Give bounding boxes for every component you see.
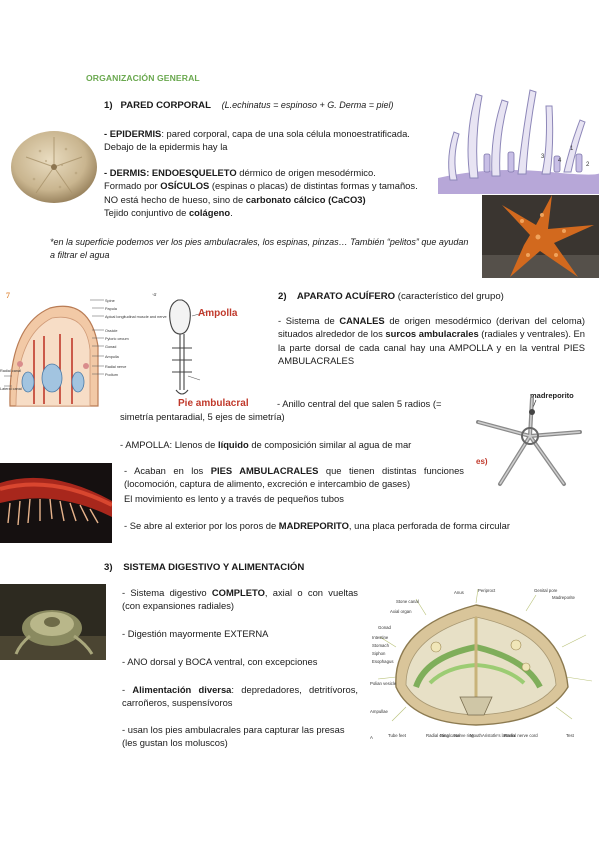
figure-mark: 7: [6, 291, 10, 300]
ampolla-label: Ampolla: [198, 308, 238, 319]
section2-anillo: - Anillo central del que salen 5 radios …: [120, 398, 442, 423]
pie-ambulacral-label: Pie ambulacral: [178, 398, 249, 409]
urchin-feeding-photo: [0, 584, 106, 660]
water-vascular-diagram: madreporito es): [470, 388, 599, 508]
urchin-diagram-label: Gonad: [378, 625, 392, 630]
ampulla-diagram-label: Ossicle: [105, 329, 117, 333]
starfish-photo: [482, 195, 599, 278]
section2-number: 2): [278, 291, 287, 302]
svg-text:3: 3: [541, 154, 545, 160]
sand-dollar-image: [0, 121, 100, 205]
tube-feet-photo: [0, 463, 112, 543]
section2-canales: - Sistema de CANALES de origen mesodérmi…: [278, 315, 586, 367]
urchin-diagram-label: Polian vesicle: [370, 681, 397, 686]
urchin-diagram-label: Siphon: [372, 651, 386, 656]
section1-etymology: (L.echinatus = espinoso + G. Derma = pie…: [221, 100, 394, 110]
svg-text:4: 4: [558, 158, 562, 164]
urchin-diagram-label: Nerve ring: [454, 733, 474, 738]
ampulla-diagram-label: Pyloric cecum: [105, 337, 129, 341]
section2-heading: 2) APARATO ACUÍFERO (característico del …: [278, 291, 504, 302]
svg-text:2: 2: [586, 162, 590, 168]
svg-text:1: 1: [570, 146, 574, 152]
urchin-diagram-label: Genital pore: [534, 588, 558, 593]
urchin-diagram-label: Mouth: [470, 733, 483, 738]
section1-title: PARED CORPORAL: [120, 100, 211, 111]
ampulla-diagram-label: Gonad: [105, 345, 116, 349]
urchin-diagram-label: Stomach: [372, 643, 390, 648]
section3-item-presas: - usan los pies ambulacrales para captur…: [122, 724, 345, 749]
ampulla-diagram-label: Spine: [105, 299, 115, 303]
urchin-diagram-label: Radial canal: [426, 733, 450, 738]
madreporito-label: madreporito: [530, 391, 574, 400]
page-title: ORGANIZACIÓN GENERAL: [86, 73, 200, 83]
section2-pies: - Acaban en los PIES AMBULACRALES que ti…: [124, 465, 464, 490]
urchin-diagram-label: Madreporite: [552, 595, 576, 600]
section1-number: 1): [104, 100, 113, 111]
section3-title: SISTEMA DIGESTIVO Y ALIMENTACIÓN: [123, 562, 305, 573]
urchin-diagram-label: Radial nerve cord: [504, 733, 538, 738]
ampulla-diagram-label: Papula: [105, 307, 118, 311]
urchin-diagram-label: Periproct: [478, 588, 496, 593]
ampulla-diagram-label: Radial canal: [0, 369, 21, 373]
section3-item-alimentacion: - Alimentación diversa: depredadores, de…: [122, 684, 358, 709]
urchin-diagram-label: A: [370, 735, 373, 740]
urchin-diagram-label: Ring canal: [440, 733, 460, 738]
ampulla-diagram-label: Ampulla: [105, 355, 120, 359]
section3-item-ano: - ANO dorsal y BOCA ventral, con excepci…: [122, 656, 318, 667]
urchin-diagram-label: Anus: [454, 590, 464, 595]
section1-note: *en la superficie podemos ver los pies a…: [50, 237, 469, 260]
es-fragment: es): [476, 457, 488, 466]
ampulla-diagram-label: Radial nerve: [105, 365, 126, 369]
section3-item-digestion: - Digestión mayormente EXTERNA: [122, 628, 269, 639]
section3-number: 3): [104, 562, 113, 573]
urchin-spines-illustration: 3 4 1 2: [430, 86, 599, 194]
section2-title: APARATO ACUÍFERO: [296, 291, 396, 302]
section3-heading: 3) SISTEMA DIGESTIVO Y ALIMENTACIÓN: [104, 561, 424, 575]
urchin-diagram-label: Tube feet: [388, 733, 407, 738]
urchin-diagram-label: Ampullae: [370, 709, 389, 714]
section1-epidermis: - EPIDERMIS: pared corporal, capa de una…: [104, 128, 410, 153]
section2-madreporito: - Se abre al exterior por los poros de M…: [124, 520, 510, 531]
ampulla-diagram-label: Apical longitudinal muscle and nerve: [105, 315, 167, 319]
section3-item-completo: - Sistema digestivo COMPLETO, axial o co…: [122, 587, 358, 612]
urchin-diagram-label: Axial organ: [390, 609, 412, 614]
section1-heading: 1) PARED CORPORAL (L.echinatus = espinos…: [104, 99, 434, 113]
section2-ampolla: - AMPOLLA: Llenos de líquido de composic…: [120, 439, 412, 450]
ampulla-diagram-label: Podium: [105, 373, 118, 377]
urchin-diagram-label: Stone canal: [396, 599, 419, 604]
urchin-diagram-label: Intestine: [372, 635, 389, 640]
ampulla-diagram-label: Lateral canal: [0, 387, 22, 391]
urchin-diagram-label: Esophagus: [372, 659, 394, 664]
section1-dermis: - DERMIS: ENDOESQUELETO dérmico de orige…: [104, 167, 418, 219]
figure-small-mark: ·a: [152, 292, 157, 298]
urchin-diagram-label: Aristotle's lantern: [482, 733, 515, 738]
section2-movimiento: El movimiento es lento y a través de peq…: [124, 493, 344, 504]
urchin-diagram-label: Test: [566, 733, 575, 738]
